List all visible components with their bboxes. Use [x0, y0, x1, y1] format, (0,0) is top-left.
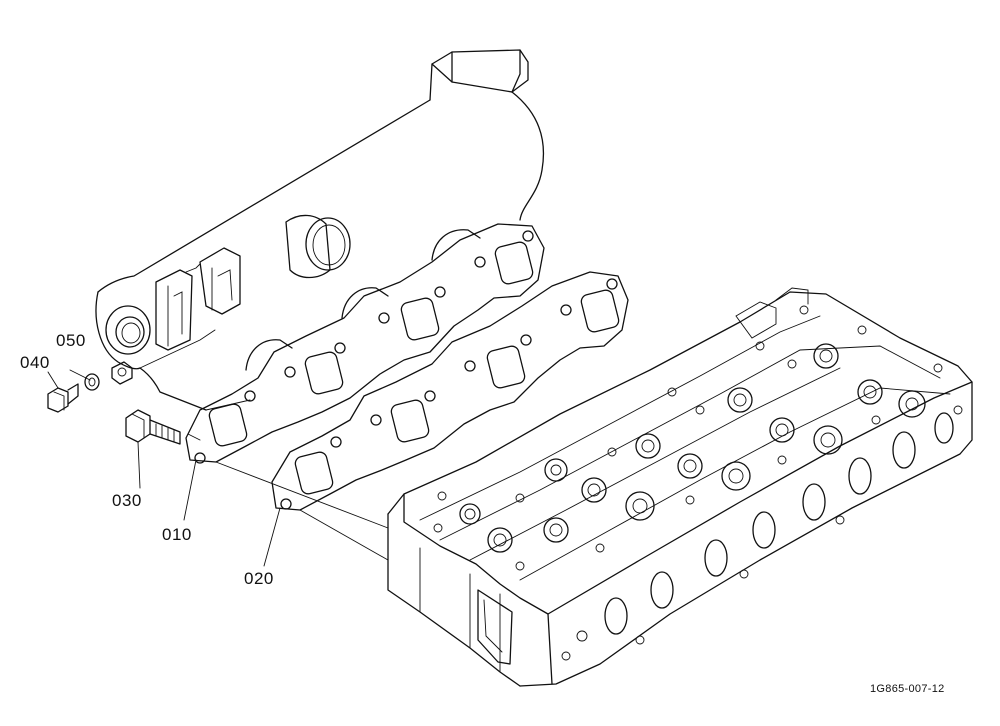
head-bolt-holes	[433, 305, 963, 571]
intake-manifold	[95, 49, 545, 411]
gasket-020	[271, 271, 629, 511]
bolt-030	[125, 409, 181, 445]
washer-050	[84, 361, 133, 391]
label-030: 030	[112, 491, 142, 510]
label-020: 020	[244, 569, 274, 588]
cylinder-head	[387, 287, 973, 687]
label-040: 040	[20, 353, 50, 372]
document-code: 1G865-007-12	[870, 683, 945, 695]
valve-bores	[459, 343, 926, 553]
label-050: 050	[56, 331, 86, 350]
gasket-010	[185, 223, 545, 464]
leader-lines	[47, 369, 389, 567]
bolt-040	[47, 383, 79, 413]
label-010: 010	[162, 525, 192, 544]
